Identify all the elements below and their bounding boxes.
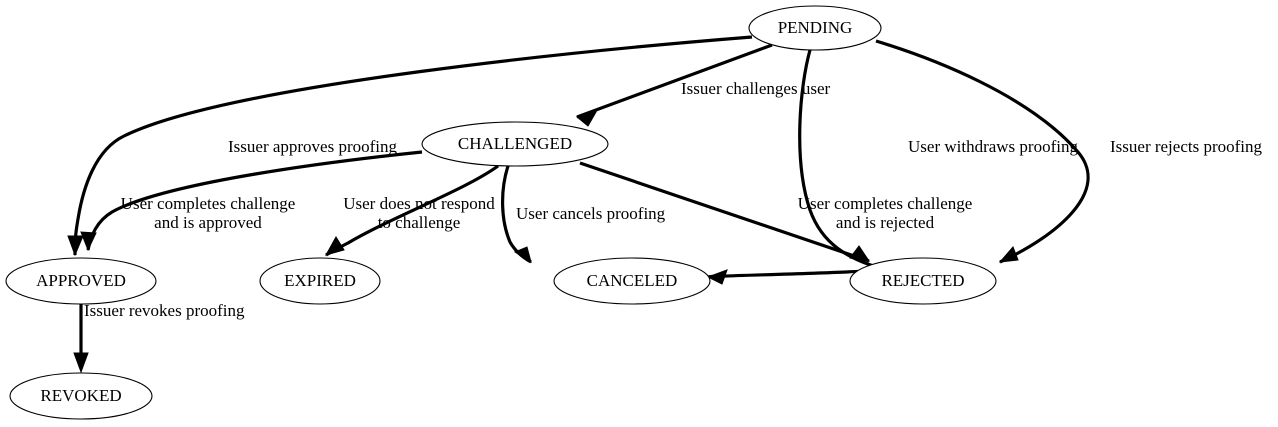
edge-pending-challenged xyxy=(575,43,773,127)
node-pending[interactable]: PENDING xyxy=(748,5,882,51)
node-shape-rejected[interactable] xyxy=(849,257,997,305)
node-label-pending: PENDING xyxy=(778,18,853,37)
arrowhead-icon-challenged-canceled xyxy=(513,246,532,264)
edge-label-pending-approved: Issuer approves proofing xyxy=(228,137,398,156)
node-label-challenged: CHALLENGED xyxy=(458,134,572,153)
arrowhead-icon-pending-rejected xyxy=(998,246,1019,263)
arrowhead-icon-approved-revoked xyxy=(73,352,89,374)
edge-label-pending-challenged: Issuer challenges user xyxy=(681,79,831,98)
node-expired[interactable]: EXPIRED xyxy=(259,257,381,305)
edge-challenged-expired xyxy=(324,164,499,257)
edge-path-pending-rejected xyxy=(875,39,1090,264)
node-label-approved: APPROVED xyxy=(36,271,126,290)
node-label-rejected: REJECTED xyxy=(881,271,964,290)
node-shape-pending[interactable] xyxy=(748,5,882,51)
edge-path-pending-challenged xyxy=(576,43,773,119)
edge-label-approved-revoked: Issuer revokes proofing xyxy=(84,301,245,320)
arrowhead-icon-pending-approved xyxy=(67,235,84,257)
edge-label-pending-rejected: Issuer rejects proofing xyxy=(1110,137,1263,156)
node-shape-approved[interactable] xyxy=(5,257,157,305)
node-shape-revoked[interactable] xyxy=(9,372,153,420)
edge-challenged-approved xyxy=(80,150,423,252)
node-rejected[interactable]: REJECTED xyxy=(849,257,997,305)
node-label-expired: EXPIRED xyxy=(284,271,356,290)
arrowhead-icon-pending-canceled xyxy=(706,269,728,285)
node-label-canceled: CANCELED xyxy=(587,271,678,290)
edge-label-challenged-canceled: User cancels proofing xyxy=(516,204,666,223)
nodes-layer: PENDING CHALLENGED APPROVED EXPIRED CANCELED… xyxy=(5,5,997,420)
node-label-revoked: REVOKED xyxy=(40,386,121,405)
edge-pending-rejected xyxy=(875,39,1090,264)
edge-challenged-canceled xyxy=(500,165,532,264)
node-shape-canceled[interactable] xyxy=(553,257,711,305)
arrowhead-icon-challenged-approved xyxy=(80,231,97,252)
node-canceled[interactable]: CANCELED xyxy=(553,257,711,305)
edge-path-challenged-approved xyxy=(86,150,423,251)
edge-challenged-rejected xyxy=(579,161,871,263)
edge-pending-approved xyxy=(67,35,753,257)
arrowhead-icon-challenged-expired xyxy=(324,236,345,256)
edge-approved-revoked xyxy=(73,304,89,374)
arrowhead-icon-pending-challenged xyxy=(575,111,598,127)
edge-path-challenged-rejected xyxy=(579,161,870,263)
node-revoked[interactable]: REVOKED xyxy=(9,372,153,420)
edges-layer xyxy=(67,35,1090,374)
node-shape-expired[interactable] xyxy=(259,257,381,305)
node-challenged[interactable]: CHALLENGED xyxy=(421,121,609,167)
node-approved[interactable]: APPROVED xyxy=(5,257,157,305)
edge-path-pending-approved xyxy=(73,35,753,256)
node-shape-challenged[interactable] xyxy=(421,121,609,167)
edge-label-pending-canceled: User withdraws proofing xyxy=(908,137,1078,156)
arrowhead-icon-challenged-rejected xyxy=(849,245,871,262)
